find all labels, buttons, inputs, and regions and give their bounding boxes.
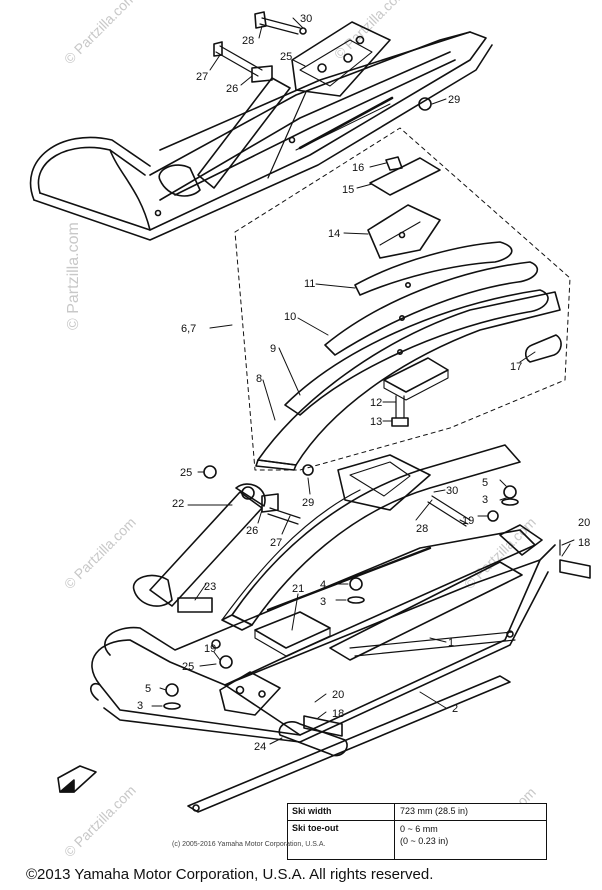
callout-27-top: 27 bbox=[196, 71, 208, 83]
spec-value-ski-width: 723 mm (28.5 in) bbox=[400, 806, 469, 816]
callout-24: 24 bbox=[254, 741, 266, 753]
callout-22: 22 bbox=[172, 498, 184, 510]
callout-29-top: 29 bbox=[448, 94, 460, 106]
callout-21: 21 bbox=[292, 583, 304, 595]
spec-table-divider bbox=[394, 804, 396, 859]
callout-3-right: 3 bbox=[482, 494, 488, 506]
callout-20-right: 20 bbox=[578, 517, 590, 529]
leaf-spring-pack bbox=[255, 156, 562, 471]
callout-6-7: 6,7 bbox=[181, 323, 196, 335]
copyright-notice: ©2013 Yamaha Motor Corporation, U.S.A. A… bbox=[26, 866, 434, 883]
spec-label-ski-width: Ski width bbox=[292, 806, 332, 816]
callout-labels: 30 28 25 27 26 29 16 15 14 11 10 9 8 6,7… bbox=[137, 13, 590, 753]
callout-25-mid: 25 bbox=[180, 467, 192, 479]
callout-5-left: 5 bbox=[145, 683, 151, 695]
callout-12: 12 bbox=[370, 397, 382, 409]
callout-19-right: 19 bbox=[462, 515, 474, 527]
callout-2: 2 bbox=[452, 703, 458, 715]
spec-row-ski-width: Ski width 723 mm (28.5 in) bbox=[288, 804, 546, 821]
watermark-mid-left: © Partzilla.com bbox=[61, 514, 139, 592]
callout-4: 4 bbox=[320, 579, 326, 591]
callout-29-mid: 29 bbox=[302, 497, 314, 509]
callout-1: 1 bbox=[448, 637, 454, 649]
top-ski-assembly bbox=[29, 11, 493, 241]
callout-18-right: 18 bbox=[578, 537, 590, 549]
spec-value-ski-toe-out: 0 ~ 6 mm (0 ~ 0.23 in) bbox=[400, 823, 448, 847]
spec-label-ski-toe-out: Ski toe-out bbox=[292, 823, 339, 833]
callout-3-left: 3 bbox=[137, 700, 143, 712]
main-ski-assembly bbox=[90, 444, 591, 813]
callout-15: 15 bbox=[342, 184, 354, 196]
callout-13: 13 bbox=[370, 416, 382, 428]
callout-19-left: 19 bbox=[204, 643, 216, 655]
watermark-vertical: © Partzilla.com bbox=[65, 222, 82, 330]
callout-leaders bbox=[151, 17, 575, 745]
callout-25-left: 25 bbox=[182, 661, 194, 673]
callout-10: 10 bbox=[284, 311, 296, 323]
front-direction-icon bbox=[57, 765, 97, 793]
callout-20-bottom: 20 bbox=[332, 689, 344, 701]
callout-14: 14 bbox=[328, 228, 340, 240]
callout-8: 8 bbox=[256, 373, 262, 385]
spec-row-ski-toe-out: Ski toe-out 0 ~ 6 mm (0 ~ 0.23 in) bbox=[288, 821, 546, 859]
callout-30-top: 30 bbox=[300, 13, 312, 25]
watermark-bottom-left: © Partzilla.com bbox=[61, 782, 139, 860]
callout-17: 17 bbox=[510, 361, 522, 373]
callout-26-mid: 26 bbox=[246, 525, 258, 537]
callout-30-mid: 30 bbox=[446, 485, 458, 497]
spec-value-toe-out-in: (0 ~ 0.23 in) bbox=[400, 836, 449, 846]
small-copyright: (c) 2005-2016 Yamaha Motor Corporation, … bbox=[172, 841, 326, 848]
spec-table: Ski width 723 mm (28.5 in) Ski toe-out 0… bbox=[287, 803, 547, 860]
watermark-top-left: © Partzilla.com bbox=[61, 0, 139, 67]
callout-11: 11 bbox=[304, 278, 315, 290]
callout-26-top: 26 bbox=[226, 83, 238, 95]
spec-value-toe-out-mm: 0 ~ 6 mm bbox=[400, 824, 438, 834]
callout-23: 23 bbox=[204, 581, 216, 593]
callout-28-mid: 28 bbox=[416, 523, 428, 535]
leaf-spring-group-outline bbox=[234, 127, 571, 471]
callout-25-top: 25 bbox=[280, 51, 292, 63]
callout-5-right: 5 bbox=[482, 477, 488, 489]
callout-28-top: 28 bbox=[242, 35, 254, 47]
callout-27-mid: 27 bbox=[270, 537, 282, 549]
callout-16: 16 bbox=[352, 162, 364, 174]
callout-9: 9 bbox=[270, 343, 276, 355]
callout-3-mid: 3 bbox=[320, 596, 326, 608]
callout-18-bottom: 18 bbox=[332, 708, 344, 720]
